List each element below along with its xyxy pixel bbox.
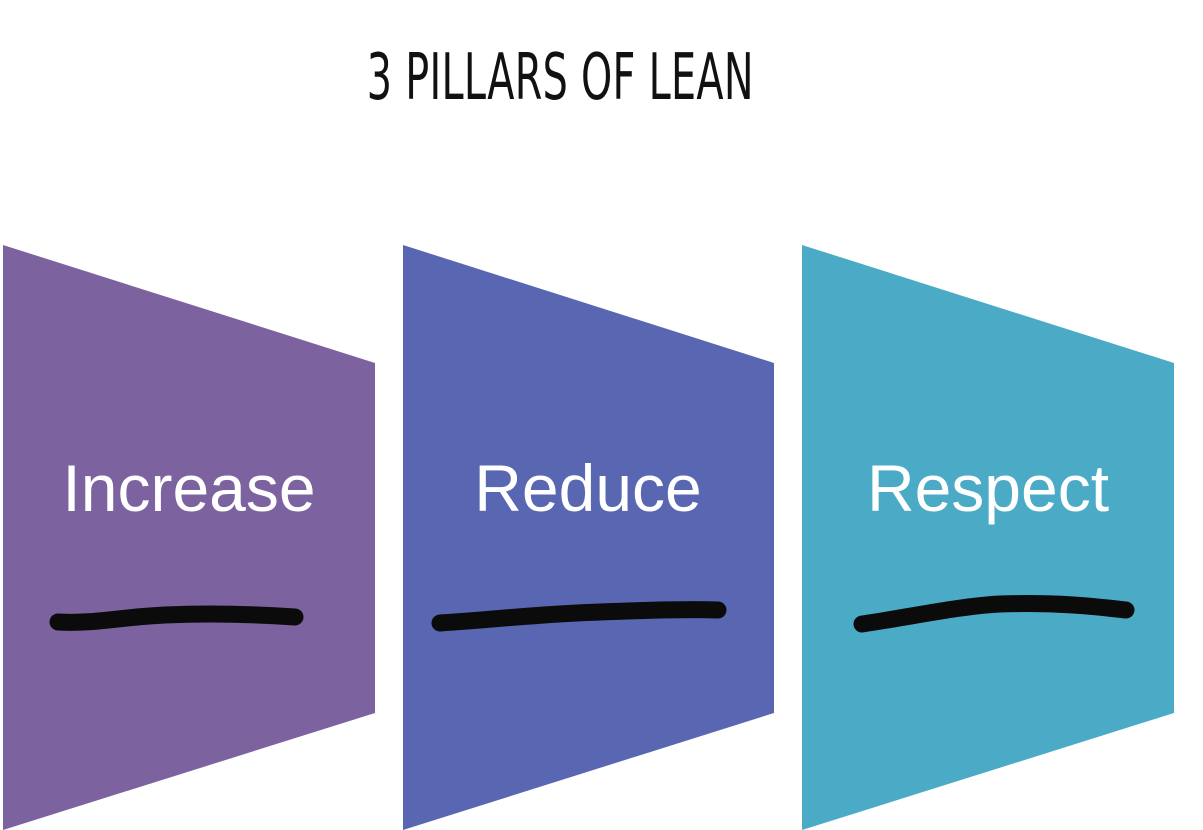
pillar-respect-label: Respect bbox=[867, 451, 1109, 525]
pillar-reduce: Reduce bbox=[403, 245, 774, 830]
diagram-title: 3 PILLARS OF LEAN bbox=[366, 41, 754, 115]
pillar-respect-underline bbox=[853, 595, 1135, 633]
pillar-respect-shape bbox=[802, 245, 1174, 830]
pillar-respect: Respect bbox=[802, 245, 1174, 830]
pillar-reduce-label: Reduce bbox=[474, 451, 702, 525]
pillar-reduce-shape bbox=[403, 245, 774, 830]
pillar-increase-label: Increase bbox=[62, 451, 315, 525]
pillar-increase-shape bbox=[3, 245, 375, 830]
pillar-reduce-underline bbox=[431, 601, 727, 632]
pillar-increase: Increase bbox=[3, 245, 375, 830]
pillar-increase-underline bbox=[49, 605, 304, 631]
